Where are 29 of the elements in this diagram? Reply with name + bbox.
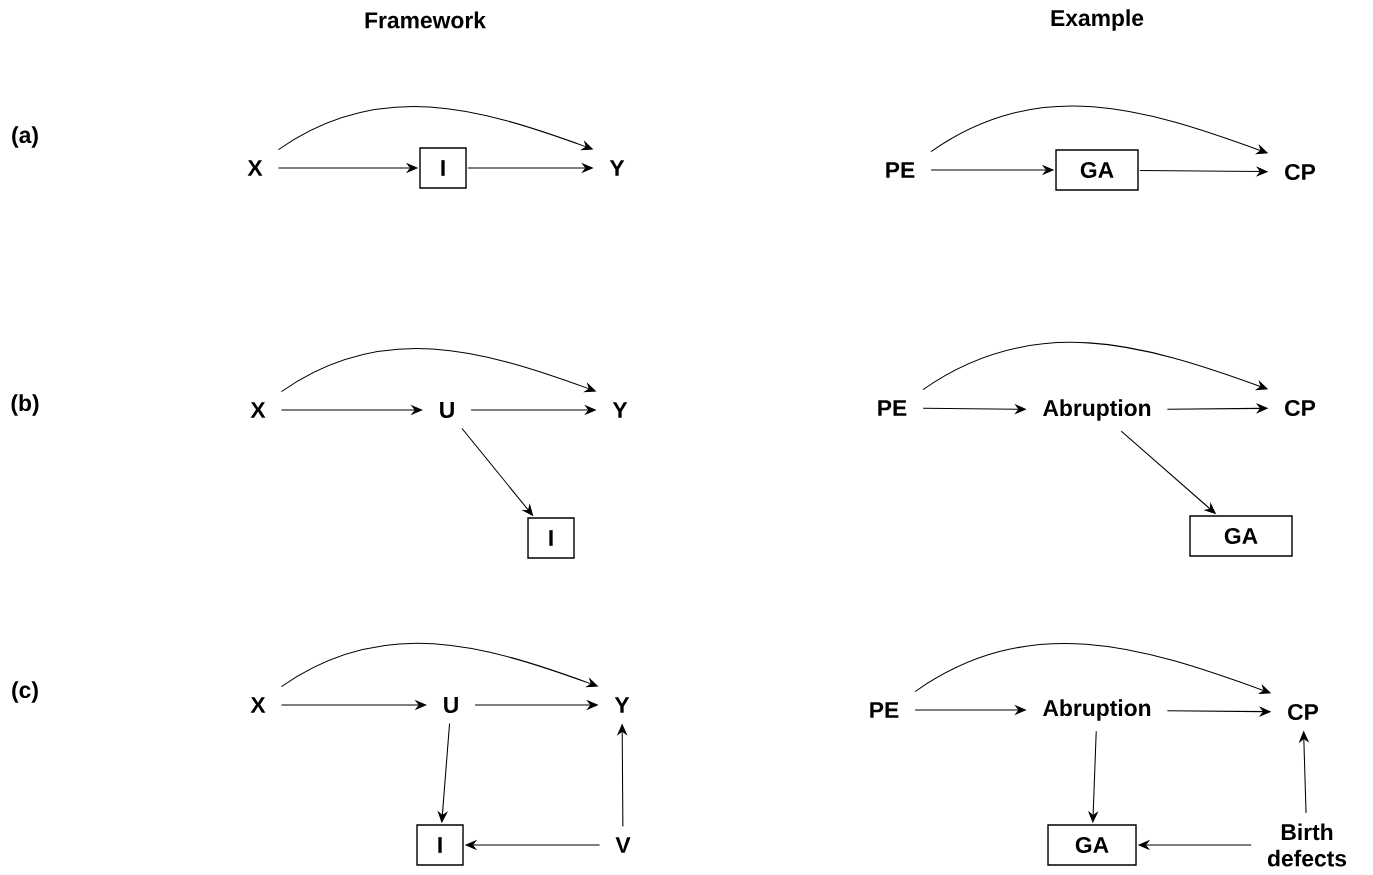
variable-label: CP xyxy=(1285,163,1316,181)
boxed-variable: GA xyxy=(1189,515,1293,557)
variable-label: Birth defects xyxy=(1267,823,1347,867)
panel-label: (b) xyxy=(11,394,39,416)
variable-label: PE xyxy=(878,400,907,416)
variable-label: Abruption xyxy=(1043,699,1151,721)
panel-label: (c) xyxy=(12,681,38,703)
boxed-variable: GA xyxy=(1055,149,1139,191)
variable-label: Y xyxy=(609,160,625,176)
variable-label: Abruption xyxy=(1043,399,1151,421)
boxed-variable: GA xyxy=(1047,824,1137,866)
boxed-variable: I xyxy=(419,147,467,189)
variable-label: CP xyxy=(1288,703,1319,721)
variable-label: PE xyxy=(886,162,915,178)
variable-label: U xyxy=(440,402,454,418)
variable-label: V xyxy=(615,837,631,853)
variable-label: PE xyxy=(870,702,899,718)
variable-label: U xyxy=(444,697,458,713)
variable-label: X xyxy=(250,697,266,713)
boxed-variable: I xyxy=(416,824,464,866)
boxed-variable: I xyxy=(527,517,575,559)
column-heading: Framework xyxy=(365,11,486,29)
variable-label: Y xyxy=(612,402,628,418)
column-heading: Example xyxy=(1051,9,1144,31)
variable-label: X xyxy=(247,160,263,176)
panel-label: (a) xyxy=(12,126,38,148)
variable-label: X xyxy=(250,402,266,418)
variable-label: Y xyxy=(614,697,630,713)
variable-label: CP xyxy=(1285,399,1316,417)
